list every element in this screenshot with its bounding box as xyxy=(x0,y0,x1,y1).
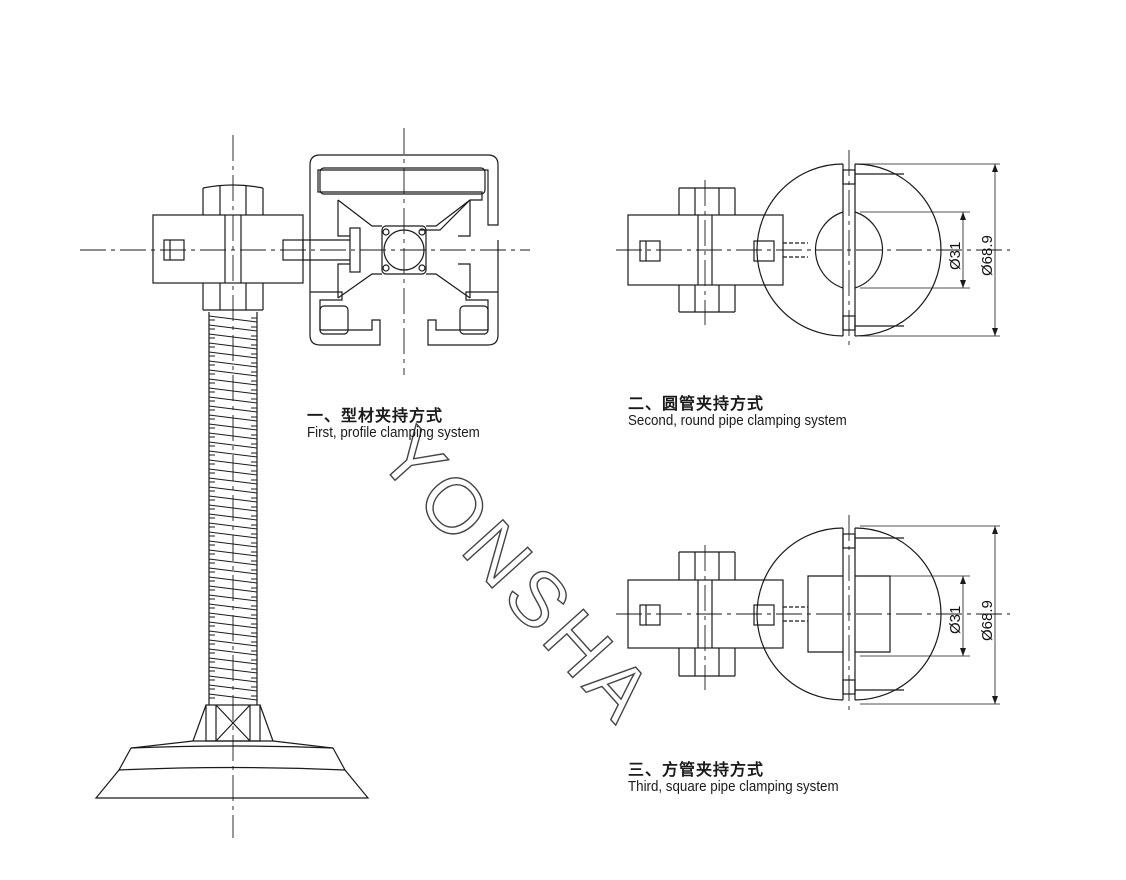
thread-line xyxy=(208,522,258,530)
thread-line xyxy=(208,369,258,377)
thread-line xyxy=(208,666,258,674)
thread-line xyxy=(208,594,258,602)
thread-line xyxy=(208,477,258,485)
thread-line xyxy=(208,630,258,638)
thread-line xyxy=(208,558,258,566)
leveling-foot-assembly xyxy=(80,128,530,838)
thread-line xyxy=(208,378,258,386)
round-outer-diameter-label: Ø68.9 xyxy=(979,235,996,276)
thread-line xyxy=(208,657,258,665)
thread-line xyxy=(208,387,258,395)
thread-line xyxy=(208,333,258,341)
caption-second-en: Second, round pipe clamping system xyxy=(628,413,847,430)
thread-line xyxy=(208,351,258,359)
thread-line xyxy=(208,450,258,458)
thread-line xyxy=(208,675,258,683)
thread-line xyxy=(208,486,258,494)
caption-first: 一、型材夹持方式 First, profile clamping system xyxy=(307,406,495,442)
caption-second-cn: 二、圆管夹持方式 xyxy=(628,394,765,413)
thread-line xyxy=(208,315,258,323)
thread-line xyxy=(208,360,258,368)
thread-line xyxy=(208,513,258,521)
caption-third: 三、方管夹持方式 Third, square pipe clamping sys… xyxy=(628,760,857,796)
caption-third-en: Third, square pipe clamping system xyxy=(628,779,839,796)
thread-line xyxy=(208,342,258,350)
thread-line xyxy=(208,495,258,503)
thread-line xyxy=(208,324,258,332)
thread-line xyxy=(208,423,258,431)
thread-line xyxy=(208,684,258,692)
thread-line xyxy=(208,612,258,620)
thread-line xyxy=(208,603,258,611)
thread-line xyxy=(208,621,258,629)
thread-line xyxy=(208,432,258,440)
thread-line xyxy=(208,648,258,656)
thread-line xyxy=(208,504,258,512)
caption-first-cn: 一、型材夹持方式 xyxy=(307,406,444,425)
thread-line xyxy=(208,531,258,539)
square-pipe-clamp xyxy=(616,515,1010,715)
thread-line xyxy=(208,549,258,557)
square-outer-diameter-label: Ø68.9 xyxy=(979,600,996,641)
thread-line xyxy=(208,567,258,575)
thread-line xyxy=(208,405,258,413)
thread-line xyxy=(208,459,258,467)
thread-line xyxy=(208,576,258,584)
thread-line xyxy=(208,414,258,422)
thread-line xyxy=(208,468,258,476)
thread-line xyxy=(208,540,258,548)
caption-second: 二、圆管夹持方式 Second, round pipe clamping sys… xyxy=(628,394,866,430)
thread-line xyxy=(208,585,258,593)
aluminium-profile xyxy=(309,154,499,346)
thread-line xyxy=(208,441,258,449)
thread-line xyxy=(208,396,258,404)
caption-first-en: First, profile clamping system xyxy=(307,425,480,442)
round-inner-diameter-label: Ø31 xyxy=(947,242,964,270)
square-inner-diameter-label: Ø31 xyxy=(947,606,964,634)
round-pipe-clamp xyxy=(616,150,1010,350)
caption-third-cn: 三、方管夹持方式 xyxy=(628,760,765,779)
thread-line xyxy=(208,639,258,647)
thread-line xyxy=(208,693,258,701)
